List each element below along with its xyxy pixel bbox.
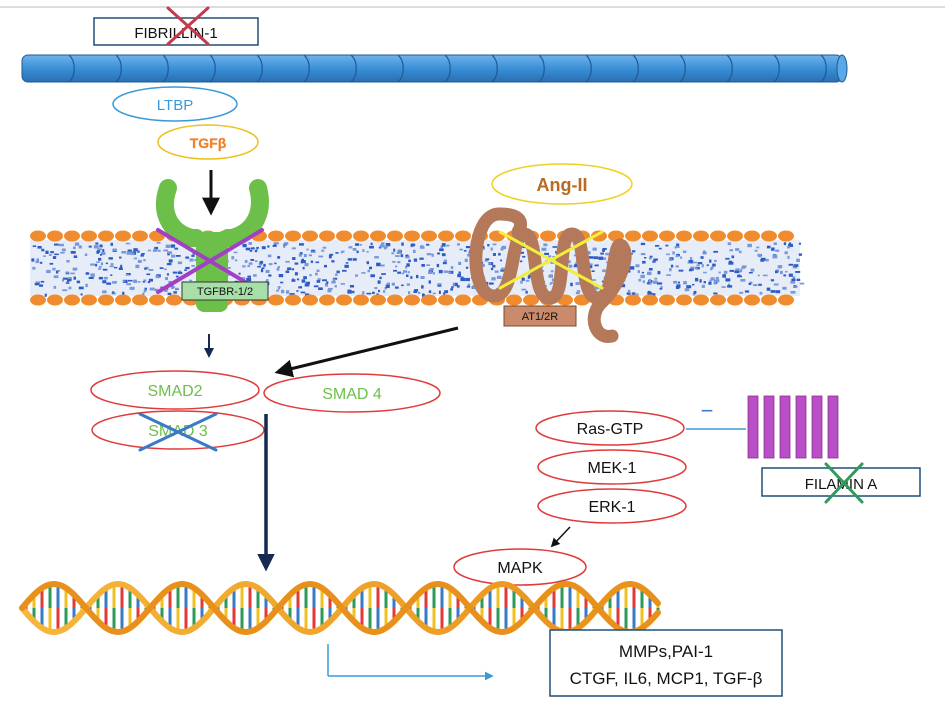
- mek1-oval: MEK-1: [537, 449, 687, 485]
- tgfb-label: TGFβ: [190, 135, 227, 151]
- arrow-dna-to-output: [327, 644, 494, 681]
- arrow-at-to-smad: [274, 326, 459, 378]
- smad4-oval: SMAD 4: [263, 373, 441, 413]
- ang-ii-oval: Ang-II: [491, 163, 633, 205]
- filamin-cross-icon: [824, 462, 864, 504]
- at12r-cross-icon: [498, 230, 604, 290]
- cell-membrane: [30, 230, 805, 306]
- tgfbr-label: TGFBR-1/2: [197, 286, 253, 298]
- smad4-label: SMAD 4: [322, 386, 382, 403]
- smad2-label: SMAD2: [147, 383, 202, 400]
- fibrillin-fiber: [21, 54, 848, 83]
- smad2-oval: SMAD2: [90, 370, 260, 410]
- arrow-erk-to-mapk: [550, 526, 571, 548]
- at12r-receptor: AT1/2R: [469, 207, 632, 343]
- smad3-oval: SMAD 3: [91, 410, 265, 452]
- output-box: MMPs,PAI-1 CTGF, IL6, MCP1, TGF-β: [549, 629, 783, 697]
- mapk-oval: MAPK: [453, 548, 587, 586]
- ltbp-oval: LTBP: [112, 86, 238, 122]
- ltbp-label: LTBP: [157, 97, 193, 114]
- tgfb-oval: TGFβ: [157, 124, 259, 160]
- at12r-label: AT1/2R: [522, 311, 559, 323]
- fibrillin-label: FIBRILLIN-1: [134, 25, 217, 42]
- fibrillin-label-box: FIBRILLIN-1: [93, 6, 259, 46]
- ras-gtp-oval: Ras-GTP: [535, 410, 685, 446]
- erk1-label: ERK-1: [588, 499, 635, 516]
- fibrillin-cross-icon: [166, 6, 210, 46]
- outputs-line-2: CTGF, IL6, MCP1, TGF-β: [570, 669, 763, 688]
- filamin-bars: [747, 395, 839, 459]
- dna-helix: [19, 580, 661, 636]
- mek1-label: MEK-1: [588, 460, 637, 477]
- filamin-label-box: FILAMIN A: [761, 462, 921, 504]
- inhibition-minus-sign: −: [701, 398, 714, 423]
- ras-gtp-label: Ras-GTP: [577, 421, 644, 438]
- ang-ii-label: Ang-II: [537, 175, 588, 195]
- tgfbr-receptor: TGFBR-1/2: [156, 179, 269, 312]
- mapk-label: MAPK: [497, 560, 543, 577]
- smad3-cross-icon: [138, 412, 218, 452]
- erk1-oval: ERK-1: [537, 488, 687, 524]
- filamin-inhibition: −: [686, 398, 746, 430]
- outputs-line-1: MMPs,PAI-1: [619, 642, 713, 661]
